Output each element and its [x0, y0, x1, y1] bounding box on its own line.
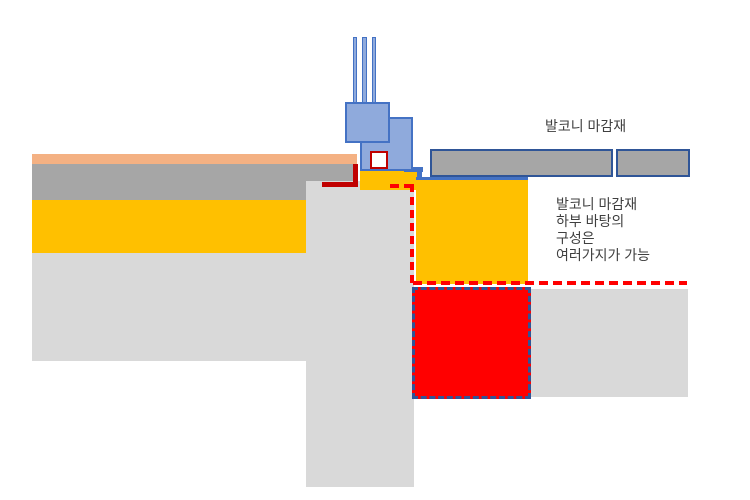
window-mullion-3 [372, 37, 376, 103]
note-line-2: 하부 바탕의 [556, 213, 625, 229]
window-frame-outer-block [345, 102, 390, 143]
note-text: 발코니 마감재 하부 바탕의 구성은 여러가지가 가능 [556, 196, 650, 264]
waterproofing-line-horizontal [322, 182, 358, 187]
note-line-4: 여러가지가 가능 [556, 247, 651, 263]
screed-layer [32, 164, 354, 200]
floor-finish-layer [32, 154, 357, 165]
waterproof-dash-vertical [410, 184, 414, 286]
drainage-pipe-horizontal [404, 167, 423, 172]
balcony-finish-bar-2 [616, 149, 690, 177]
note-line-1: 발코니 마감재 [556, 196, 638, 212]
balcony-finish-base-block [416, 177, 528, 284]
window-mullion-2 [362, 37, 367, 103]
waterproof-dash-horizontal-short [390, 184, 415, 188]
balcony-finish-bar-1 [430, 149, 613, 177]
balcony-slab [531, 289, 688, 397]
waterproof-dash-horizontal-long [413, 281, 687, 285]
wall-column [306, 181, 414, 487]
insulation-layer [32, 200, 306, 253]
waterproofing-line-vertical [353, 164, 358, 187]
balcony-finish-label: 발코니 마감재 [545, 118, 627, 134]
frame-sealant-square [370, 151, 388, 169]
note-line-3: 구성은 [556, 230, 595, 246]
window-mullion-1 [353, 37, 357, 103]
insulation-highlight-square [412, 287, 531, 399]
floor-slab [32, 253, 308, 361]
